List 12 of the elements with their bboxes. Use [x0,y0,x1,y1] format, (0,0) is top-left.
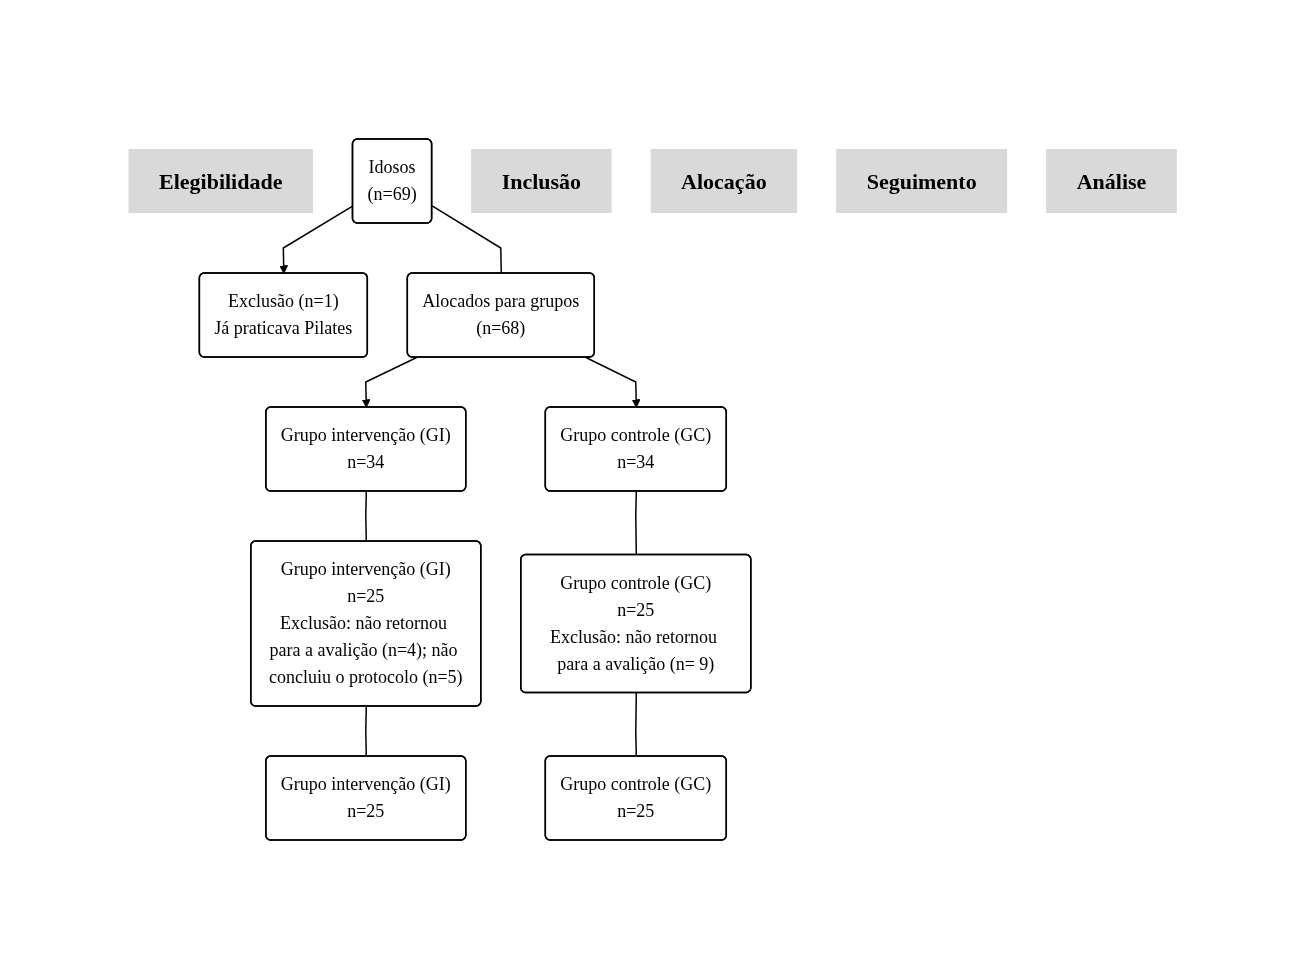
node-box: Alocação [650,149,797,213]
arrow [361,356,418,408]
arrow [585,356,641,408]
node-box: Elegibilidade [128,149,313,213]
node-box: Inclusão [470,149,612,213]
connector [364,490,367,543]
node-box: Seguimento [835,149,1007,213]
connector [431,205,502,275]
connector [634,692,637,758]
connector [364,705,367,758]
connector [634,490,637,556]
node-box: Análise [1045,149,1177,213]
